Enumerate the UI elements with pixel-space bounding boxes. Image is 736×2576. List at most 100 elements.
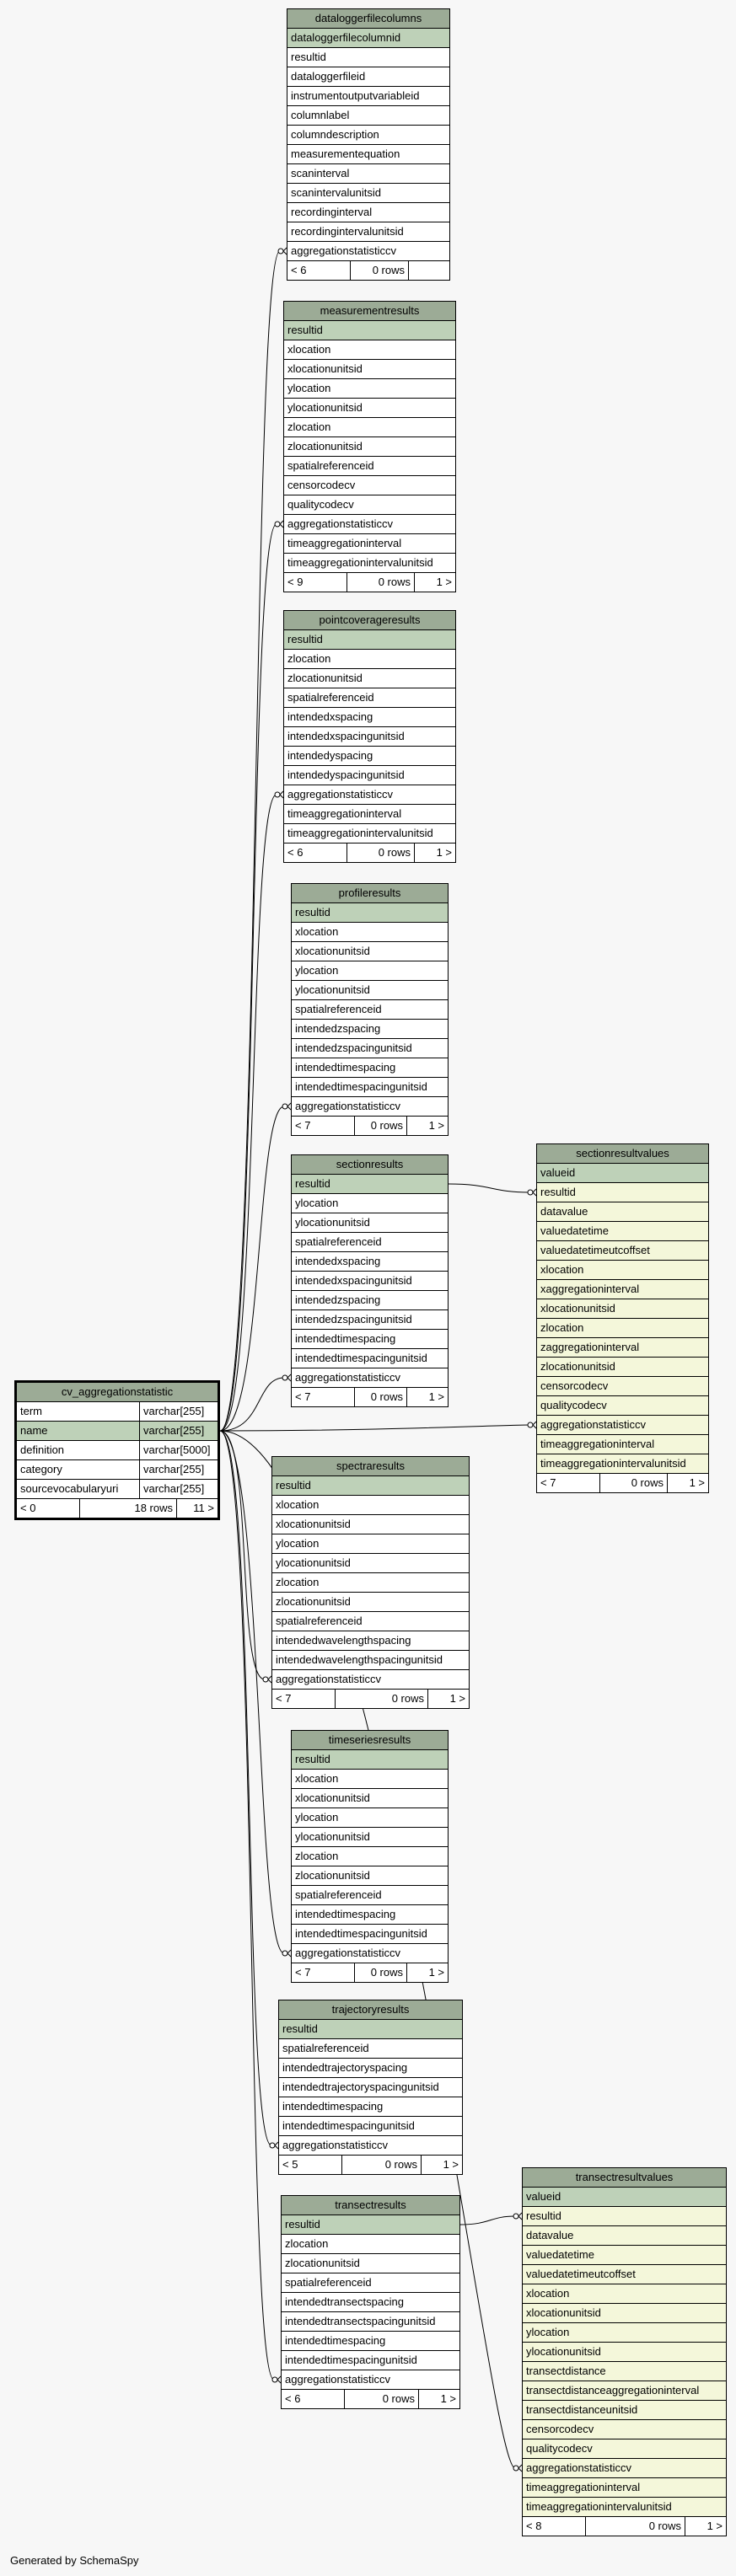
column-row-intendedwavelengthspacing: intendedwavelengthspacing: [272, 1631, 469, 1651]
column-name: valuedatetime: [540, 1224, 609, 1237]
column-row-instrumentoutputvariableid: instrumentoutputvariableid: [287, 87, 449, 106]
column-row-intendedtimespacing: intendedtimespacing: [279, 2097, 462, 2117]
parent-count-link[interactable]: < 6: [287, 846, 304, 859]
column-name: intendedwavelengthspacing: [276, 1634, 411, 1647]
table-title[interactable]: timeseriesresults: [292, 1731, 448, 1750]
table-timeseriesresults[interactable]: timeseriesresults resultid xlocation xlocat…: [291, 1730, 449, 1983]
column-row-aggregationstatisticcv: aggregationstatisticcv: [292, 1944, 448, 1963]
table-title[interactable]: cv_aggregationstatistic: [17, 1383, 218, 1402]
row-count: 0 rows: [347, 843, 414, 862]
child-count-link[interactable]: 1 >: [685, 2517, 726, 2536]
column-row-transectdistanceaggregationinterval: transectdistanceaggregationinterval: [523, 2381, 726, 2401]
table-title[interactable]: trajectoryresults: [279, 2000, 462, 2020]
table-title[interactable]: pointcoverageresults: [284, 611, 455, 630]
column-name: intendedxspacingunitsid: [287, 730, 405, 742]
column-row-ylocationunitsid: ylocationunitsid: [292, 1828, 448, 1847]
parent-count-link[interactable]: < 7: [276, 1692, 292, 1705]
parent-count-link[interactable]: < 9: [287, 576, 304, 588]
column-row-xlocation: xlocation: [284, 340, 455, 360]
table-title[interactable]: sectionresults: [292, 1155, 448, 1175]
zero-many-circle-icon: [513, 2213, 519, 2220]
column-name: qualitycodecv: [287, 498, 354, 511]
column-name: intendedtransectspacingunitsid: [285, 2315, 436, 2327]
column-row-ylocation: ylocation: [272, 1534, 469, 1554]
column-name: spatialreferenceid: [287, 459, 374, 472]
column-row-recordingintervalunitsid: recordingintervalunitsid: [287, 222, 449, 242]
parent-count-link[interactable]: < 7: [295, 1966, 311, 1979]
column-name: intendedtimespacing: [295, 1908, 396, 1920]
zero-many-circle-icon: [271, 2376, 278, 2383]
table-title[interactable]: transectresultvalues: [523, 2168, 726, 2188]
column-row-transectdistance: transectdistance: [523, 2362, 726, 2381]
child-count-link[interactable]: 1 >: [414, 573, 455, 592]
table-title[interactable]: profileresults: [292, 884, 448, 903]
column-row-zlocation: zlocation: [284, 418, 455, 437]
column-name: intendedtrajectoryspacing: [282, 2061, 408, 2074]
child-count-link[interactable]: [408, 261, 449, 280]
column-row-xlocation: xlocation: [292, 1770, 448, 1789]
parent-count-link[interactable]: < 5: [282, 2158, 298, 2171]
column-row-intendedtransectspacingunitsid: intendedtransectspacingunitsid: [282, 2312, 459, 2332]
relationship-edge-dataloggerfilecolumns-aggregationstatisticcv: [219, 250, 281, 1432]
parent-count-link[interactable]: < 6: [285, 2392, 301, 2405]
parent-count-link[interactable]: < 0: [20, 1502, 36, 1514]
column-name: valuedatetimeutcoffset: [540, 1244, 650, 1256]
table-title[interactable]: measurementresults: [284, 302, 455, 321]
column-name: intendedyspacing: [287, 749, 373, 762]
column-name: valueid: [526, 2190, 561, 2203]
column-name: censorcodecv: [540, 1379, 609, 1392]
column-row-ylocationunitsid: ylocationunitsid: [292, 1213, 448, 1233]
child-count-link[interactable]: 1 >: [427, 1690, 469, 1708]
column-type: varchar[5000]: [139, 1441, 218, 1459]
parent-count-link[interactable]: < 6: [291, 264, 307, 276]
child-count-link[interactable]: 1 >: [421, 2156, 462, 2174]
column-name: spatialreferenceid: [285, 2276, 372, 2289]
column-name: transectdistance: [526, 2364, 606, 2377]
child-count-link[interactable]: 1 >: [406, 1963, 448, 1982]
table-title[interactable]: transectresults: [282, 2196, 459, 2215]
table-title[interactable]: dataloggerfilecolumns: [287, 9, 449, 29]
column-row-intendedyspacing: intendedyspacing: [284, 747, 455, 766]
column-row-valueid: valueid: [537, 1164, 708, 1183]
column-row-timeaggregationinterval: timeaggregationinterval: [523, 2478, 726, 2498]
child-count-link[interactable]: 1 >: [406, 1117, 448, 1135]
column-row-resultid: resultid: [287, 48, 449, 67]
child-count-link[interactable]: 1 >: [406, 1388, 448, 1406]
column-name: aggregationstatisticcv: [276, 1673, 382, 1685]
column-row-resultid: resultid: [284, 630, 455, 650]
table-title[interactable]: sectionresultvalues: [537, 1144, 708, 1164]
column-name: xlocationunitsid: [295, 1791, 370, 1804]
column-name: resultid: [295, 1753, 330, 1765]
parent-count-link[interactable]: < 8: [526, 2520, 542, 2532]
column-name: timeaggregationintervalunitsid: [287, 827, 433, 839]
parent-count-link[interactable]: < 7: [295, 1119, 311, 1132]
column-name: xlocation: [540, 1263, 584, 1276]
column-row-ylocationunitsid: ylocationunitsid: [292, 981, 448, 1000]
column-name: instrumentoutputvariableid: [291, 89, 420, 102]
child-count-link[interactable]: 1 >: [667, 1474, 708, 1492]
child-count-link[interactable]: 1 >: [418, 2390, 459, 2408]
column-name: aggregationstatisticcv: [282, 2139, 389, 2151]
child-count-link[interactable]: 11 >: [176, 1499, 218, 1518]
child-count-link[interactable]: 1 >: [414, 843, 455, 862]
parent-count-link[interactable]: < 7: [295, 1390, 311, 1403]
zero-many-circle-icon: [282, 1103, 288, 1110]
table-title[interactable]: spectraresults: [272, 1457, 469, 1476]
parent-count-link[interactable]: < 7: [540, 1476, 556, 1489]
column-name: intendedtimespacingunitsid: [295, 1080, 427, 1093]
column-name: ylocation: [526, 2326, 570, 2338]
